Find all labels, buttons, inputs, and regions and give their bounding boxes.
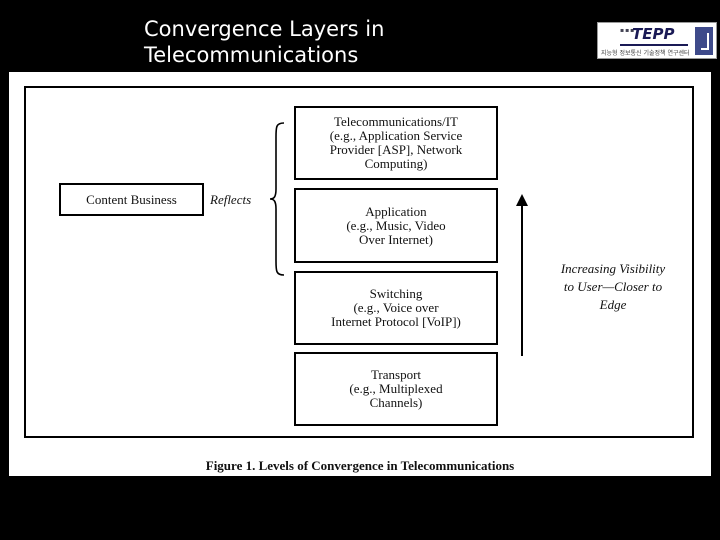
logo-name: TEPP — [632, 25, 675, 43]
logo-dots: ▪▪▪ — [620, 27, 636, 34]
tepp-logo: ▪▪▪ TEPP 지능형 정보통신 기술정책 연구센터 — [597, 22, 717, 59]
layer-application: Application (e.g., Music, Video Over Int… — [294, 188, 498, 263]
logo-subtitle: 지능형 정보통신 기술정책 연구센터 — [601, 50, 690, 57]
up-arrow-icon — [516, 194, 528, 356]
figure-image: Content Business Reflects Telecommunicat… — [9, 72, 711, 476]
curly-brace-icon — [269, 122, 285, 276]
slide-title: Convergence Layers in Telecommunications — [144, 17, 385, 67]
figure-caption: Figure 1. Levels of Convergence in Telec… — [205, 458, 515, 473]
reflects-label: Reflects — [210, 192, 252, 207]
layer-telecom-it: Telecommunications/IT (e.g., Application… — [294, 106, 498, 180]
visibility-label: Increasing Visibility to User—Closer to … — [560, 261, 666, 312]
figure-frame: Content Business Reflects Telecommunicat… — [24, 86, 694, 438]
layer-transport: Transport (e.g., Multiplexed Channels) — [294, 352, 498, 426]
logo-underline — [620, 44, 688, 46]
content-business-box: Content Business — [59, 183, 204, 216]
layer-switching: Switching (e.g., Voice over Internet Pro… — [294, 271, 498, 345]
logo-mark-icon — [695, 27, 713, 55]
